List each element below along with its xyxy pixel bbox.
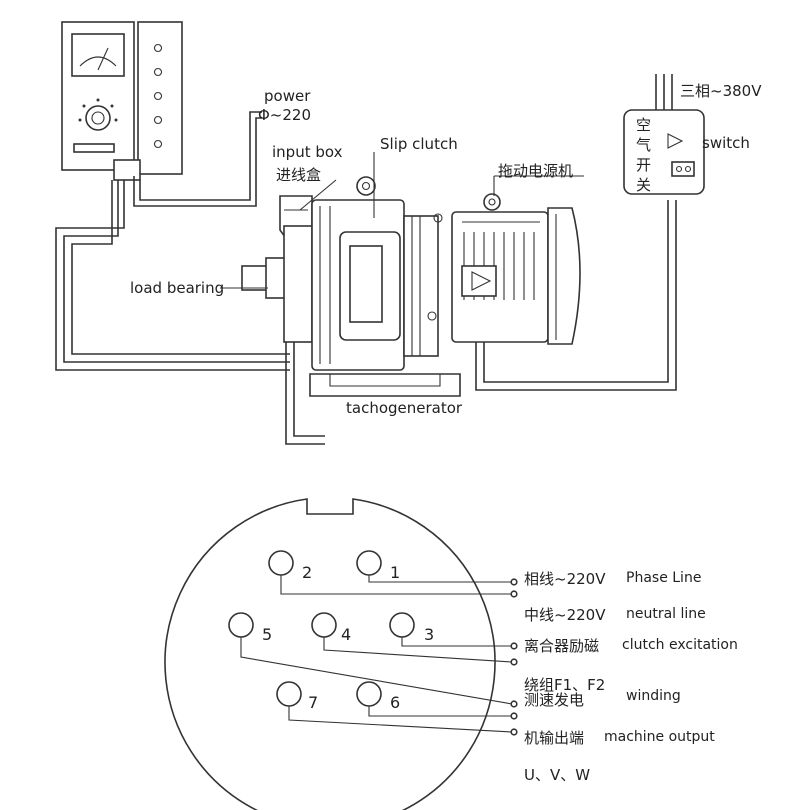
pin-7: 7 [276,681,318,712]
air-switch-char-1: 空 [636,116,651,134]
input-box-cn-label: 进线盒 [276,166,321,184]
tachogenerator-label: tachogenerator [346,399,463,417]
connector-outline [164,498,496,810]
controller-side-panel [137,21,183,175]
legend-output-en: machine output [604,729,715,745]
motor-base [309,373,461,397]
air-switch-char-2: 气 [636,136,651,154]
legend-clutch-cn: 离合器励磁 [524,637,599,655]
power-voltage-label: Φ~220 [258,106,311,124]
switch-label: switch [702,134,750,152]
power-label: power [264,87,311,105]
pin-1: 1 [356,550,400,582]
three-phase-label: 三相~380V [680,82,762,100]
input-box-label: input box [272,143,343,161]
legend-output-cn: 机输出端 [524,729,584,747]
pin-7-label: 7 [308,693,318,712]
legend-winding-cn: 绕组F1、F2 [524,676,605,694]
legend-clutch-en: clutch excitation [622,637,738,653]
speed-controller [61,21,183,181]
controller-slot [73,143,115,153]
air-switch-char-4: 关 [636,176,651,194]
pin-6-label: 6 [390,693,400,712]
pin-2-label: 2 [302,563,312,582]
legend-neutral-cn: 中线~220V [524,606,606,624]
pin-2: 2 [268,550,312,582]
motor-assembly [241,176,581,397]
speed-knob [78,98,118,131]
pin-3-label: 3 [424,625,434,644]
connector-pinout: 2 1 5 4 3 7 6 [164,498,518,810]
drive-motor-label: 拖动电源机 [498,162,573,180]
legend-uvw: U、V、W [524,766,590,784]
pin-1-label: 1 [390,563,400,582]
pin-3: 3 [389,612,434,644]
legend-winding-en: winding [626,688,681,704]
pin-6: 6 [356,681,400,712]
legend-neutral-en: neutral line [626,606,706,622]
air-switch [623,74,705,195]
load-bearing-label: load bearing [130,279,224,297]
pin-5: 5 [228,612,272,644]
legend-phase-cn: 相线~220V [524,570,606,588]
load-bearing-shaft [241,265,269,291]
legend-tacho-cn: 测速发电 [524,691,584,709]
pin-4: 4 [311,612,351,644]
motor-fan-cover [547,207,581,345]
legend-phase-en: Phase Line [626,570,701,586]
slip-clutch-label: Slip clutch [380,135,458,153]
pin-5-label: 5 [262,625,272,644]
air-switch-char-3: 开 [636,156,651,174]
pin-4-label: 4 [341,625,351,644]
